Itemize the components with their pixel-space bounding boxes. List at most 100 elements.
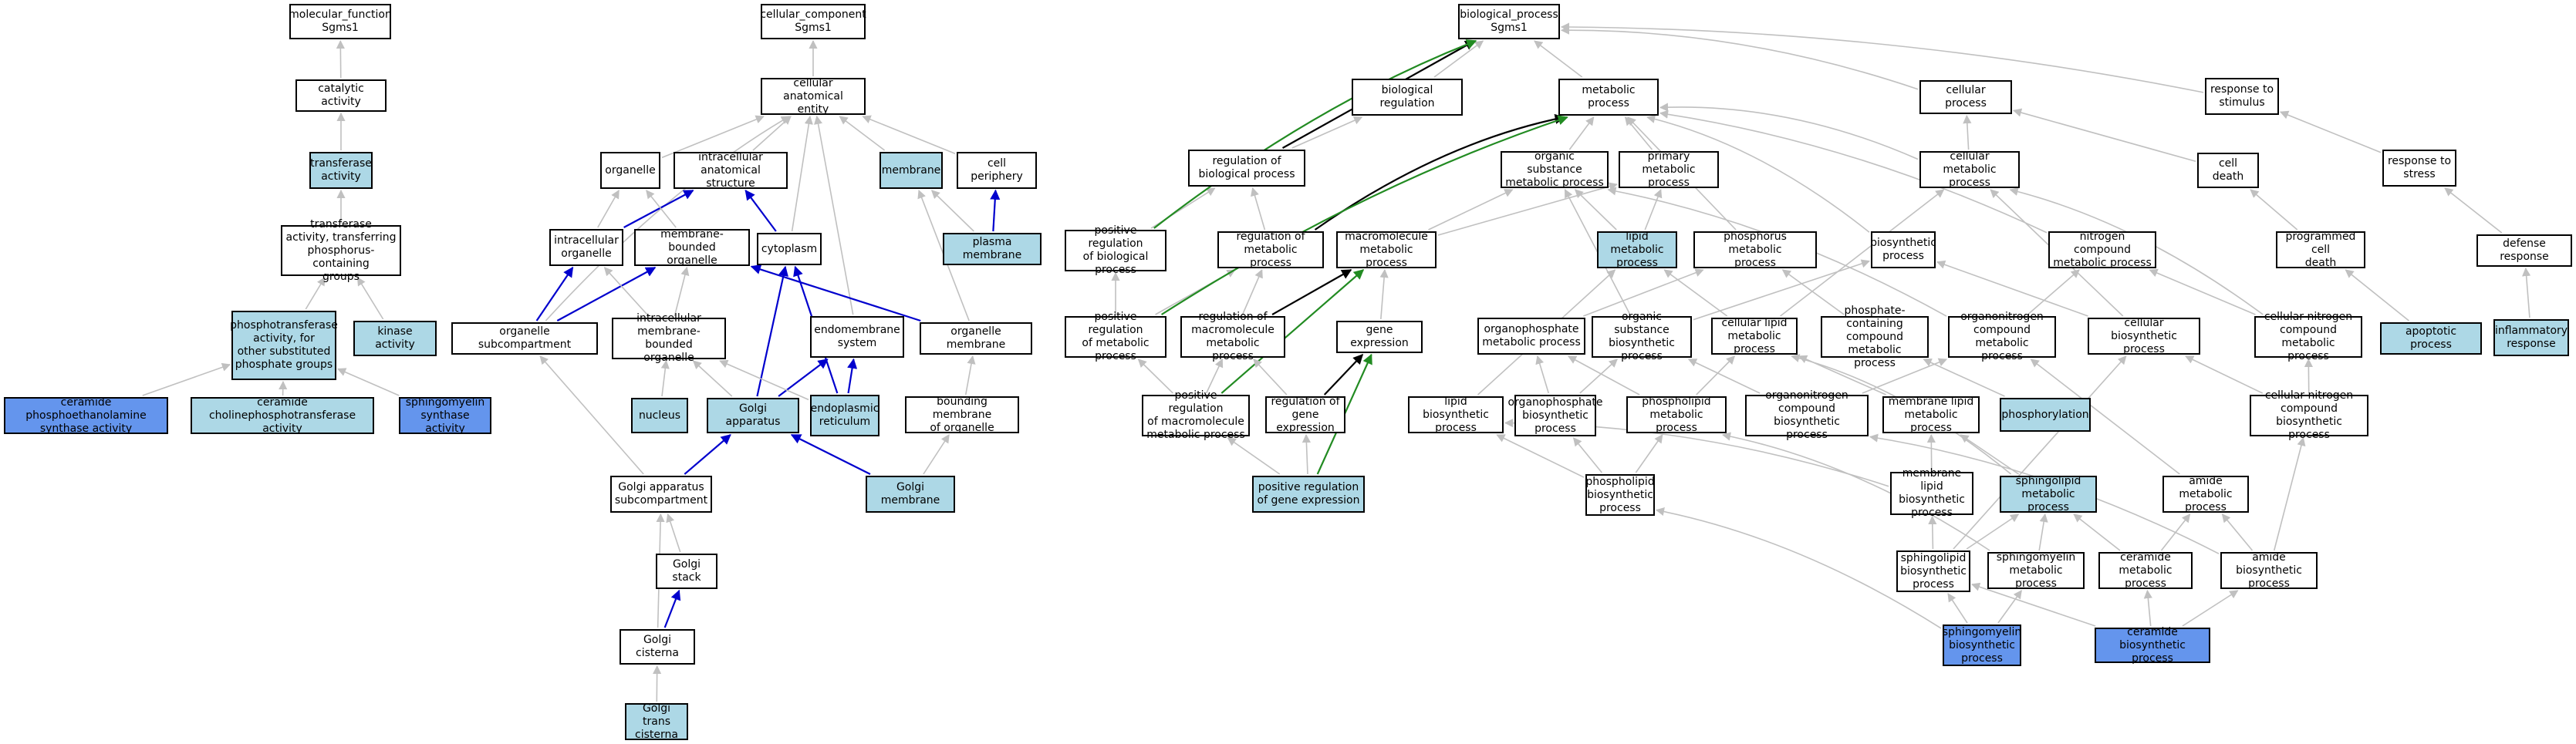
edge-golgisub-to-golgi (684, 434, 731, 475)
go-term-phosmp: phosphorus metabolic process (1693, 231, 1817, 269)
go-term-oncmp: organonitrogen compound metabolic proces… (1948, 311, 2056, 362)
go-term-pcd: programmed cell death (2276, 231, 2365, 269)
edge-er-to-imbo (719, 359, 809, 401)
go-term-biosyn: biosynthetic process (1870, 231, 1936, 268)
edge-catalytic-to-mf (336, 39, 345, 79)
edge-sgmmp-to-phospholmp (1721, 432, 1990, 551)
go-term-golgi: Golgi apparatus (707, 398, 799, 433)
edge-phosphoryl-to-pcmp (1923, 359, 2005, 397)
edge-sgmbp-to-phospholbp (1655, 507, 1942, 629)
go-term-cellproc: cellular process (1919, 80, 2012, 114)
edge-biosyn-to-metab (1646, 114, 1870, 233)
go-term-macromp: macromolecule metabolic process (1336, 231, 1437, 269)
edge-orgsub-to-cae (545, 116, 790, 322)
edge-orgphosbp-to-orgphosmp (1535, 355, 1550, 394)
go-term-ias: intracellular anatomical structure (674, 151, 788, 190)
edge-orgsub-to-intraorg (535, 266, 574, 322)
edge-lipidmp-to-osmp (1574, 189, 1617, 231)
edge-pmp-to-metab (1624, 116, 1653, 150)
go-term-bp: biological_process Sgms1 (1458, 4, 1560, 39)
edge-er-to-endomem (847, 358, 858, 394)
go-term-regmp: regulation of metabolic process (1217, 231, 1324, 269)
go-term-posregmacro: positive regulation of macromolecule met… (1142, 389, 1250, 441)
edge-reggene-to-geneexp (1323, 354, 1364, 396)
go-term-amidebp: amide biosynthetic process (2220, 551, 2318, 590)
go-term-bmo: bounding membrane of organelle (905, 396, 1019, 434)
go-term-pcmp: phosphate-containing compound metabolic … (1821, 305, 1929, 369)
go-term-nucleus: nucleus (631, 398, 688, 433)
edge-cncmp-to-ncmp (2149, 268, 2256, 315)
go-term-membrane: membrane (879, 152, 943, 189)
edge-intraorg-to-organelle (597, 190, 620, 228)
go-term-imbo: intracellular membrane-bounded organelle (612, 312, 726, 364)
edge-regmacro-to-regmp (1241, 268, 1263, 315)
go-term-orgphosbp: organophosphate biosynthetic process (1507, 395, 1603, 436)
go-term-cncmp: cellular nitrogen compound metabolic pro… (2254, 311, 2362, 362)
edge-defresp-to-respstress (2444, 187, 2503, 234)
go-term-endomem: endomembrane system (810, 316, 904, 358)
edge-phospholmp-to-clmp (1696, 355, 1736, 396)
go-term-apoptotic: apoptotic process (2380, 322, 2482, 355)
go-term-transferase: transferase activity (309, 152, 373, 189)
go-term-pmp: primary metabolic process (1619, 150, 1719, 189)
go-term-mlmp: membrane lipid metabolic process (1882, 396, 1980, 434)
go-term-golgicist: Golgi cisterna (620, 629, 695, 665)
go-term-lipidbp: lipid biosynthetic process (1408, 396, 1504, 434)
edge-clmp-to-cmp (1780, 189, 1945, 317)
edge-oncbp-to-oncmp (1862, 358, 1948, 394)
go-term-cbp: cellular biosynthetic process (2088, 317, 2200, 355)
go-term-orgmem: organelle membrane (920, 322, 1032, 355)
edge-posregbp-to-regbp (1150, 187, 1216, 229)
edge-organelle-to-cae (661, 115, 765, 159)
go-term-kinase: kinase activity (353, 321, 437, 356)
edge-phospholmp-to-orgphosmp (1567, 355, 1640, 396)
edge-regbp-to-bioreg (1291, 116, 1363, 149)
go-term-orgsub: organelle subcompartment (451, 322, 598, 355)
edge-cmp-to-cellproc (1963, 114, 1972, 150)
edge-respstim-to-bp (1560, 22, 2204, 93)
go-term-metab: metabolic process (1558, 79, 1659, 116)
go-term-cellperiph: cell periphery (957, 152, 1037, 189)
go-term-mbo: membrane-bounded organelle (634, 228, 750, 267)
edge-sgmsAct-to-phosphotrans (336, 368, 400, 396)
edge-apoptotic-to-pcd (2345, 269, 2409, 322)
edge-cerPE-to-phosphotrans (142, 362, 231, 396)
edge-regmacro-to-macromp (1271, 269, 1352, 315)
edge-orgphosmp-to-phosmp (1583, 268, 1704, 317)
edge-bioreg-to-bp (1433, 40, 1484, 78)
go-term-sgmbp: sphingomyelin biosynthetic process (1943, 624, 2021, 666)
edge-golgisub-to-orgsub (539, 355, 644, 475)
go-term-sphbp: sphingolipid biosynthetic process (1896, 550, 1970, 592)
go-term-clmp: cellular lipid metabolic process (1711, 317, 1798, 355)
edge-posregmp-to-metab (1160, 115, 1568, 315)
edge-orgsub-to-mbo (556, 267, 657, 322)
edge-imbo-to-mbo (674, 266, 690, 317)
go-term-phospholbp: phospholipid biosynthetic process (1585, 474, 1655, 516)
go-term-orgphosmp: organophosphate metabolic process (1477, 318, 1585, 355)
go-term-posreggene: positive regulation of gene expression (1252, 476, 1365, 513)
edge-posregmacro-to-posregmp (1137, 359, 1173, 394)
edge-sphbp-to-sphmp (1966, 513, 2020, 550)
edge-golgi-to-cytoplasm (756, 265, 788, 397)
edge-osmp-to-metab (1568, 116, 1595, 150)
go-term-golgimem: Golgi membrane (866, 476, 955, 513)
edge-membrane-to-cae (839, 116, 886, 151)
edge-sgmbp-to-sgmmp (1997, 590, 2022, 624)
go-term-transP: transferase activity, transferring phosp… (281, 218, 401, 283)
edge-pcd-to-celldeath (2250, 189, 2298, 231)
go-term-posregbp: positive regulation of biological proces… (1065, 224, 1166, 276)
edge-plasmamem-to-membrane (930, 190, 974, 232)
edge-inflam-to-defresp (2522, 267, 2531, 318)
go-term-sgmsAct: sphingomyelin synthase activity (399, 396, 491, 435)
go-term-sgmmp: sphingomyelin metabolic process (1987, 551, 2085, 590)
go-term-cerbp: ceramide biosynthetic process (2095, 626, 2210, 665)
go-term-oncbp: organonitrogen compound biosynthetic pro… (1745, 389, 1869, 441)
edge-posregmacro-to-macromp (1220, 269, 1365, 394)
edge-plasmamem-to-cellperiph (990, 189, 1001, 232)
edge-cbp-to-biosyn (1936, 260, 2088, 317)
go-term-inflam: inflammatory response (2493, 319, 2569, 356)
edge-posreggene-to-posregmacro (1227, 437, 1281, 475)
edge-cellproc-to-bp (1560, 25, 1919, 90)
edge-ncmp-to-metab (1659, 109, 2048, 234)
go-term-plasmamem: plasma membrane (943, 233, 1042, 265)
